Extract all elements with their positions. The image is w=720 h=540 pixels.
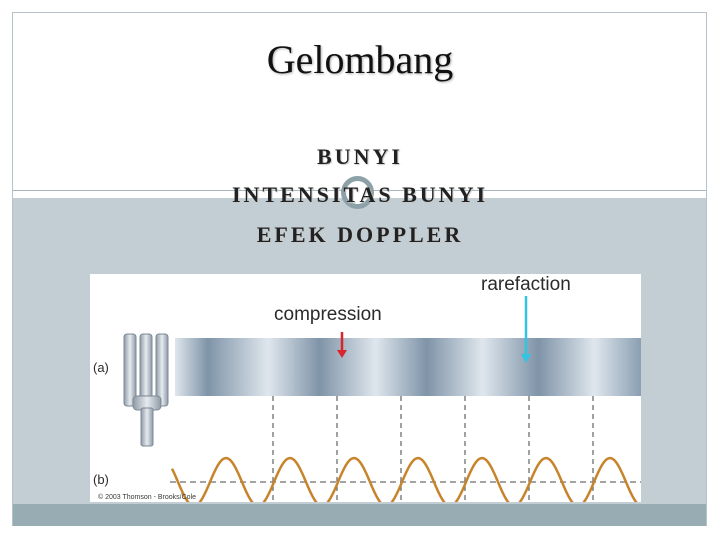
subtitle-item-intensitas-bunyi: INTENSITAS BUNYI — [231, 182, 489, 207]
compression-label: compression — [274, 304, 382, 325]
subtitle-item-bunyi: BUNYI — [317, 144, 403, 169]
rarefaction-arrow-icon — [521, 296, 531, 363]
panel-a-label: (a) — [93, 360, 109, 375]
pressure-band — [175, 338, 641, 396]
compression-arrow-icon — [337, 332, 347, 358]
subtitle-item-efek-doppler: EFEK DOPPLER — [256, 222, 464, 247]
sound-wave-figure: compression rarefaction (a) (b) © 2003 T… — [90, 274, 641, 508]
tuning-fork-icon — [123, 333, 169, 447]
sine-wave — [170, 456, 639, 508]
wavelength-guides — [272, 396, 594, 502]
copyright-label: © 2003 Thomson - Brooks/Cole — [98, 493, 196, 501]
panel-b-label: (b) — [93, 472, 109, 487]
divider-circle-ornament — [341, 176, 374, 209]
footer-bar — [13, 504, 706, 526]
slide-title: Gelombang — [266, 37, 454, 82]
rarefaction-label: rarefaction — [481, 274, 571, 295]
sound-wave-diagram: compression rarefaction (a) (b) © 2003 T… — [93, 274, 641, 508]
slide-header-area — [13, 13, 706, 191]
